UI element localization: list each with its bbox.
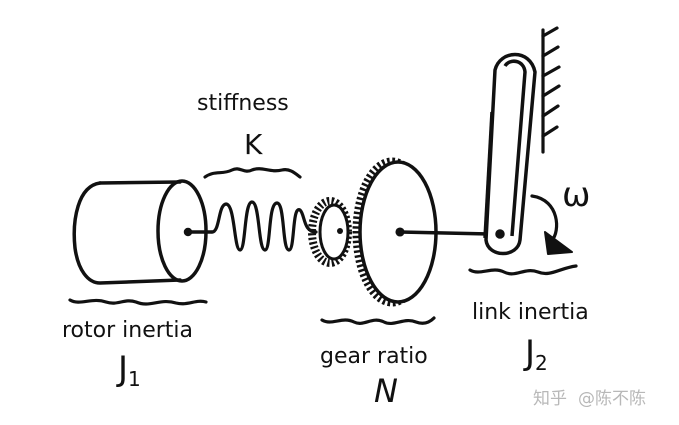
stiffness-symbol: K	[244, 128, 263, 161]
rotation-arrow	[530, 194, 573, 255]
torsion-spring	[210, 200, 318, 252]
link-brace	[468, 264, 578, 276]
gear-symbol: N	[374, 372, 398, 410]
output-shaft	[395, 227, 492, 237]
rotor-inertia-label: rotor inertia	[62, 318, 193, 343]
rotor-brace	[68, 298, 208, 306]
rotor-cylinder	[72, 179, 214, 285]
pinion-gear	[308, 197, 352, 267]
angular-velocity-symbol: ω	[562, 175, 590, 215]
stiffness-label: stiffness	[197, 91, 289, 116]
gear-brace	[320, 316, 436, 326]
gear-ratio-label: gear ratio	[320, 344, 428, 369]
link-symbol: J2	[523, 333, 548, 375]
watermark-author: @陈不陈	[578, 389, 646, 409]
watermark-platform: 知乎	[533, 389, 567, 409]
ground-wall	[541, 26, 561, 154]
rotor-symbol: J1	[116, 349, 141, 391]
watermark: 知乎 @陈不陈	[533, 389, 646, 409]
stiffness-brace	[203, 167, 302, 179]
link-arm	[483, 52, 537, 256]
link-inertia-label: link inertia	[472, 300, 589, 325]
